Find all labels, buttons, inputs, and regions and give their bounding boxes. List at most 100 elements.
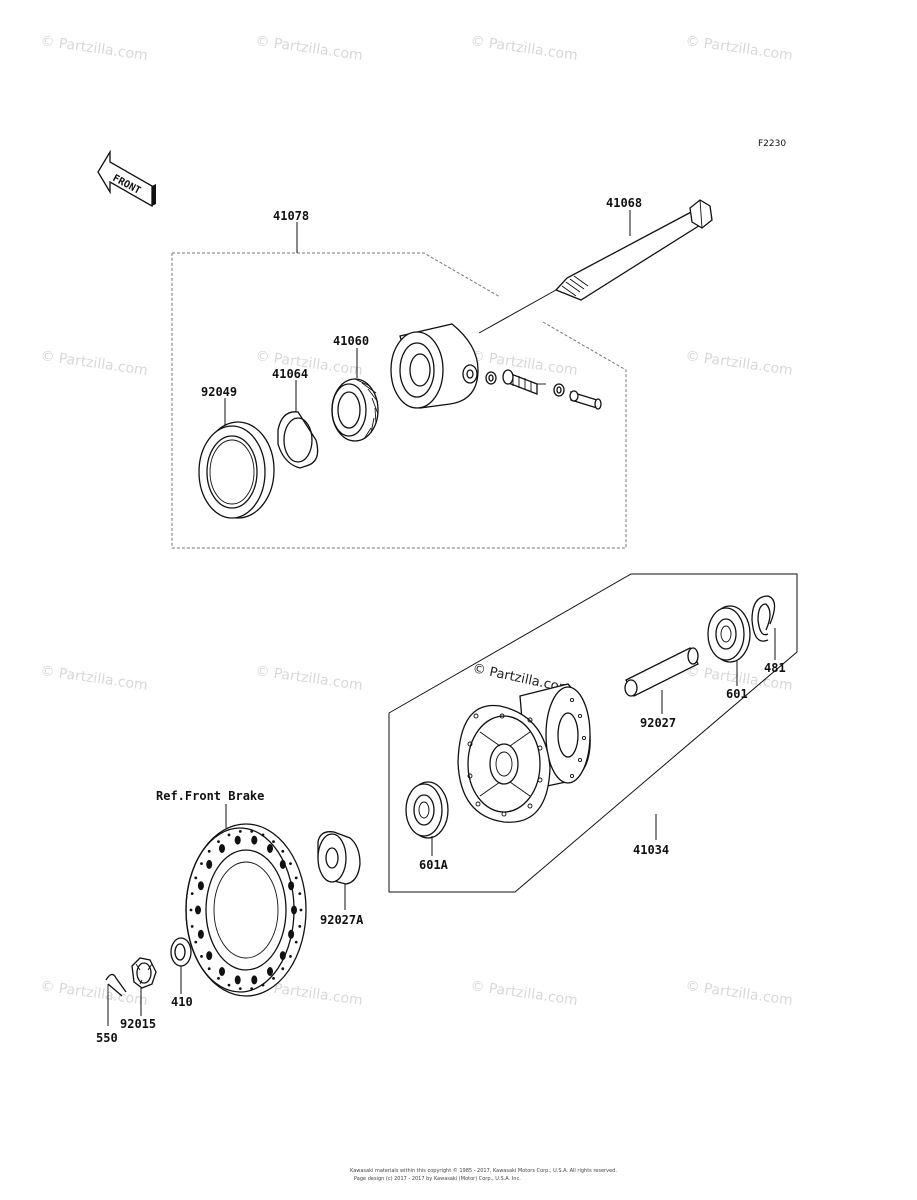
disc-hole [227, 983, 231, 987]
watermark: © Partzilla.com [684, 978, 793, 1009]
watermark: © Partzilla.com [254, 33, 363, 64]
watermark: © Partzilla.com [254, 663, 363, 694]
disc-hole [234, 835, 241, 845]
disc-hole [227, 833, 231, 837]
snap-ring-481 [751, 595, 776, 642]
part-label-41064[interactable]: 41064 [272, 367, 308, 381]
disc-hole [217, 840, 220, 843]
disc-hole [197, 929, 204, 939]
front-arrow-icon: FRONT [97, 149, 156, 208]
part-label-41060[interactable]: 41060 [333, 334, 369, 348]
watermark: © Partzilla.com [469, 33, 578, 64]
washer-41064 [277, 411, 319, 469]
cotter-pin-550 [105, 973, 127, 997]
disc-hole [281, 967, 285, 971]
part-label-41078[interactable]: 41078 [273, 209, 309, 223]
part-label-41034[interactable]: 41034 [633, 843, 669, 857]
disc-hole [298, 892, 302, 895]
part-label-601[interactable]: 601 [726, 687, 748, 701]
disc-hole [190, 892, 194, 895]
nut-92015 [131, 957, 157, 989]
part-label-481[interactable]: 481 [764, 661, 786, 675]
seal-92049 [198, 421, 275, 519]
disc-hole [207, 849, 211, 853]
watermark: © Partzilla.com [469, 348, 578, 379]
copyright-line: Page design (c) 2017 - 2017 by Kawasaki … [354, 1176, 521, 1182]
disc-hole [250, 987, 254, 990]
disc-hole [195, 905, 201, 915]
disc-hole [251, 975, 258, 985]
disc-hole [289, 955, 292, 958]
part-label-550[interactable]: 550 [96, 1031, 118, 1045]
gear-housing [390, 323, 479, 409]
watermark: © Partzilla.com [684, 348, 793, 379]
disc-hole [288, 881, 295, 891]
diagram-code: F2230 [758, 139, 786, 149]
disc-hole [294, 876, 298, 880]
drive-gear-small-parts [485, 369, 602, 410]
disc-hole [298, 925, 302, 928]
watermark: © Partzilla.com [469, 978, 578, 1009]
wheel-hub [457, 683, 591, 823]
part-label-92027[interactable]: 92027 [640, 716, 676, 730]
collar-92027 [624, 647, 699, 697]
watermark: © Partzilla.com [39, 33, 148, 64]
copyright-line: Kawasaki materials within this copyright… [350, 1167, 617, 1174]
disc-hole [261, 833, 265, 837]
bearing-601 [707, 605, 751, 663]
group-outline-41078 [172, 252, 501, 298]
disc-hole [197, 881, 204, 891]
disc-hole [238, 830, 242, 833]
bearing-601A [405, 781, 449, 839]
group-outline-41078 [171, 253, 627, 549]
disc-hole [267, 967, 273, 976]
disc-hole [288, 929, 295, 939]
reference-label[interactable]: Ref.Front Brake [156, 789, 264, 803]
disc-hole [272, 840, 275, 843]
part-label-410[interactable]: 410 [171, 995, 193, 1009]
disc-hole [219, 967, 225, 976]
part-label-601A[interactable]: 601A [419, 858, 449, 872]
disc-hole [194, 940, 198, 944]
axle-centerline [478, 289, 557, 334]
watermark: © Partzilla.com [39, 978, 148, 1009]
disc-hole [200, 955, 203, 958]
part-label-41068[interactable]: 41068 [606, 196, 642, 210]
watermark: © Partzilla.com [684, 33, 793, 64]
disc-hole [217, 977, 220, 980]
disc-hole [189, 908, 193, 912]
watermark: © Partzilla.com [254, 348, 363, 379]
disc-hole [272, 977, 275, 980]
brake-disc [185, 823, 307, 997]
group-outline-41034 [388, 573, 798, 893]
disc-hole [234, 975, 241, 985]
disc-hole [206, 951, 213, 961]
disc-hole [238, 987, 242, 990]
disc-hole [267, 844, 273, 853]
disc-hole [207, 967, 211, 971]
disc-hole [281, 849, 285, 853]
disc-hole [206, 859, 213, 869]
disc-hole [289, 862, 292, 865]
disc-hole [250, 830, 254, 833]
disc-hole [251, 835, 258, 845]
part-label-92049[interactable]: 92049 [201, 385, 237, 399]
watermark-layer: © Partzilla.com © Partzilla.com © Partzi… [39, 33, 793, 1009]
disc-hole [219, 844, 225, 853]
part-label-92015[interactable]: 92015 [120, 1017, 156, 1031]
disc-hole [291, 905, 297, 915]
part-label-92027A[interactable]: 92027A [320, 913, 364, 927]
disc-hole [200, 862, 203, 865]
disc-hole [190, 925, 194, 928]
collar-92027A [317, 831, 361, 885]
disc-hole [279, 951, 286, 961]
disc-hole [261, 983, 265, 987]
disc-hole [194, 876, 198, 880]
axle-41068 [554, 199, 713, 301]
washer-410 [170, 937, 192, 967]
disc-hole [299, 908, 303, 912]
gear-41060 [331, 378, 379, 442]
watermark: © Partzilla.com [39, 663, 148, 694]
watermark: © Partzilla.com [39, 348, 148, 379]
